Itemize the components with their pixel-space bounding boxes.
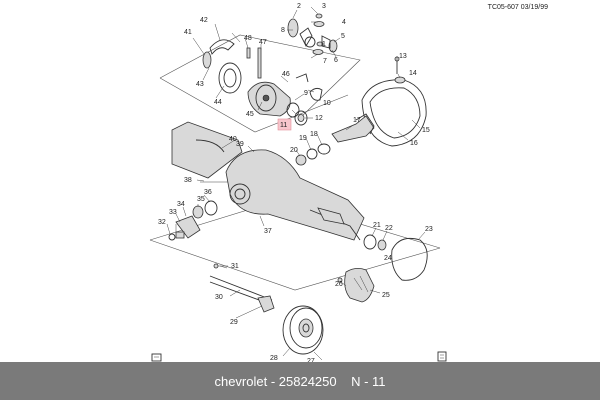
- callout-2: 2: [297, 3, 301, 10]
- rear-cover: [361, 56, 427, 147]
- callout-48: 48: [244, 35, 252, 42]
- diagram-code: TC05-607 03/19/99: [488, 4, 548, 11]
- callout-28: 28: [270, 355, 278, 362]
- callout-4: 4: [342, 19, 346, 26]
- callout-16: 16: [410, 140, 418, 147]
- callout-23: 23: [425, 226, 433, 233]
- leader-lines: [166, 6, 426, 361]
- callout-30: 30: [215, 294, 223, 301]
- differential-gears: [287, 13, 338, 55]
- brake-rotor: [282, 305, 324, 355]
- callout-20: 20: [290, 147, 298, 154]
- differential-case: [247, 73, 309, 117]
- callout-8: 8: [281, 27, 285, 34]
- callout-27: 27: [307, 358, 315, 362]
- pinion-gear: [295, 113, 375, 166]
- caption-bar: chevrolet - 25824250 N - 11: [0, 362, 600, 400]
- callout-46: 46: [282, 71, 290, 78]
- callout-17: 17: [353, 117, 361, 124]
- callout-25: 25: [382, 292, 390, 299]
- axle-shaft: [209, 263, 275, 313]
- callout-22: 22: [385, 225, 393, 232]
- callout-36: 36: [204, 189, 212, 196]
- page-icon-left: [151, 353, 162, 362]
- left-axle-parts: [168, 181, 228, 241]
- axle-housing: [171, 121, 365, 241]
- page-icon-right: [437, 351, 447, 362]
- callout-14: 14: [409, 70, 417, 77]
- callout-32: 32: [158, 219, 166, 226]
- highlight-box: [277, 118, 292, 131]
- callout-35: 35: [197, 196, 205, 203]
- callout-24: 24: [384, 255, 392, 262]
- callout-37: 37: [264, 228, 272, 235]
- callout-11: 11: [280, 122, 287, 129]
- callout-12: 12: [315, 115, 323, 122]
- callout-47: 47: [259, 39, 267, 46]
- parts-diagram: TC05-607 03/19/99: [149, 3, 548, 362]
- callout-41: 41: [184, 29, 192, 36]
- callout-42: 42: [200, 17, 208, 24]
- callout-13: 13: [399, 53, 407, 60]
- callouts: 1 2 3 4 5 6 7 8 9 10 11 12 13 14 15 16 1…: [158, 3, 433, 362]
- callout-6: 6: [334, 57, 338, 64]
- callout-33: 33: [169, 209, 177, 216]
- callout-44: 44: [214, 99, 222, 106]
- callout-40: 40: [229, 136, 237, 143]
- brand-name: chevrolet: [214, 373, 268, 389]
- callout-31: 31: [231, 263, 239, 270]
- callout-18: 18: [310, 131, 318, 138]
- callout-5: 5: [341, 33, 345, 40]
- part-number: 25824250: [278, 373, 337, 389]
- callout-45: 45: [246, 111, 254, 118]
- callout-34: 34: [177, 201, 185, 208]
- side-bearings: [202, 39, 262, 94]
- callout-3: 3: [322, 3, 326, 10]
- callout-26: 26: [335, 281, 343, 288]
- callout-21: 21: [373, 222, 381, 229]
- callout-38: 38: [184, 177, 192, 184]
- callout-7: 7: [323, 58, 327, 65]
- callout-19: 19: [299, 135, 307, 142]
- callout-43: 43: [196, 81, 204, 88]
- caption-separator: -: [267, 373, 279, 389]
- right-axle-parts: [337, 234, 428, 303]
- callout-39: 39: [236, 141, 244, 148]
- item-number: N - 11: [351, 373, 386, 389]
- callout-10: 10: [323, 100, 331, 107]
- callout-9: 9: [304, 90, 308, 97]
- callout-15: 15: [422, 127, 430, 134]
- callout-29: 29: [230, 319, 238, 326]
- callout-1: 1: [322, 41, 326, 48]
- bearing-races: [286, 87, 323, 126]
